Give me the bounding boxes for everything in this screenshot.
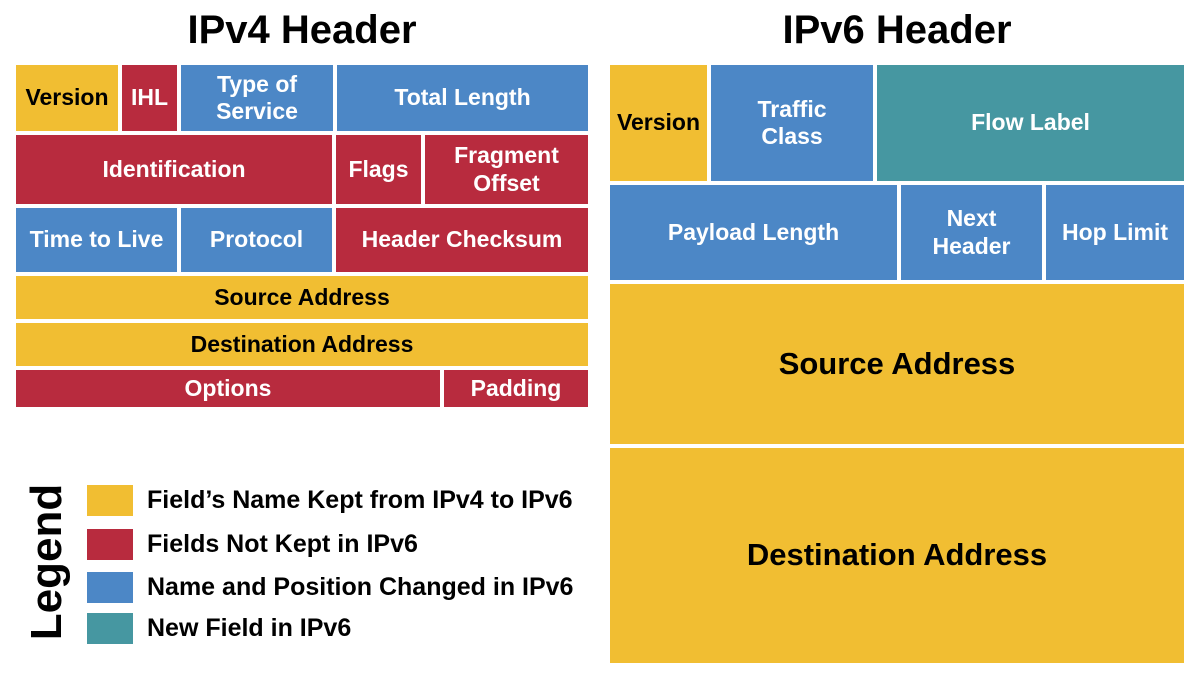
legend-item-kept: Field’s Name Kept from IPv4 to IPv6 xyxy=(87,485,573,516)
ipv4-field-fragment-offset: Fragment Offset xyxy=(425,135,588,204)
ipv6-field-traffic-class: Traffic Class xyxy=(711,65,873,181)
ipv4-field-protocol: Protocol xyxy=(181,208,332,272)
legend-title: Legend xyxy=(22,483,71,641)
ipv6-field-next-header: Next Header xyxy=(901,185,1042,280)
ipv4-field-padding: Padding xyxy=(444,370,588,407)
legend-label-removed: Fields Not Kept in IPv6 xyxy=(147,530,418,558)
ipv4-field-time-to-live: Time to Live xyxy=(16,208,177,272)
ipv6-field-payload-length: Payload Length xyxy=(610,185,897,280)
ipv6-field-hop-limit: Hop Limit xyxy=(1046,185,1184,280)
ipv4-field-identification: Identification xyxy=(16,135,332,204)
ipv4-field-destination-address: Destination Address xyxy=(16,323,588,366)
ipv6-field-version: Version xyxy=(610,65,707,181)
legend-item-new: New Field in IPv6 xyxy=(87,613,351,644)
legend-swatch-removed-icon xyxy=(87,529,133,560)
ipv6-field-destination-address: Destination Address xyxy=(610,448,1184,663)
ipv4-field-version: Version xyxy=(16,65,118,131)
legend-swatch-kept-icon xyxy=(87,485,133,516)
legend-label-new: New Field in IPv6 xyxy=(147,614,352,642)
ipv4-field-source-address: Source Address xyxy=(16,276,588,319)
ipv4-field-ihl: IHL xyxy=(122,65,177,131)
legend-swatch-changed-icon xyxy=(87,572,133,603)
legend-label-kept: Field’s Name Kept from IPv4 to IPv6 xyxy=(147,486,573,514)
ipv4-field-options: Options xyxy=(16,370,440,407)
ipv4-field-total-length: Total Length xyxy=(337,65,588,131)
legend-label-changed: Name and Position Changed in IPv6 xyxy=(147,573,574,601)
legend-swatch-new-icon xyxy=(87,613,133,644)
ipv4-field-header-checksum: Header Checksum xyxy=(336,208,588,272)
ipv4-title: IPv4 Header xyxy=(187,8,417,52)
ipv4-field-type-of-service: Type of Service xyxy=(181,65,333,131)
legend-item-changed: Name and Position Changed in IPv6 xyxy=(87,572,573,603)
ipv6-title: IPv6 Header xyxy=(782,8,1012,52)
ipv6-field-flow-label: Flow Label xyxy=(877,65,1184,181)
ipv4-field-flags: Flags xyxy=(336,135,421,204)
legend-item-removed: Fields Not Kept in IPv6 xyxy=(87,529,418,560)
ipv6-field-source-address: Source Address xyxy=(610,284,1184,444)
